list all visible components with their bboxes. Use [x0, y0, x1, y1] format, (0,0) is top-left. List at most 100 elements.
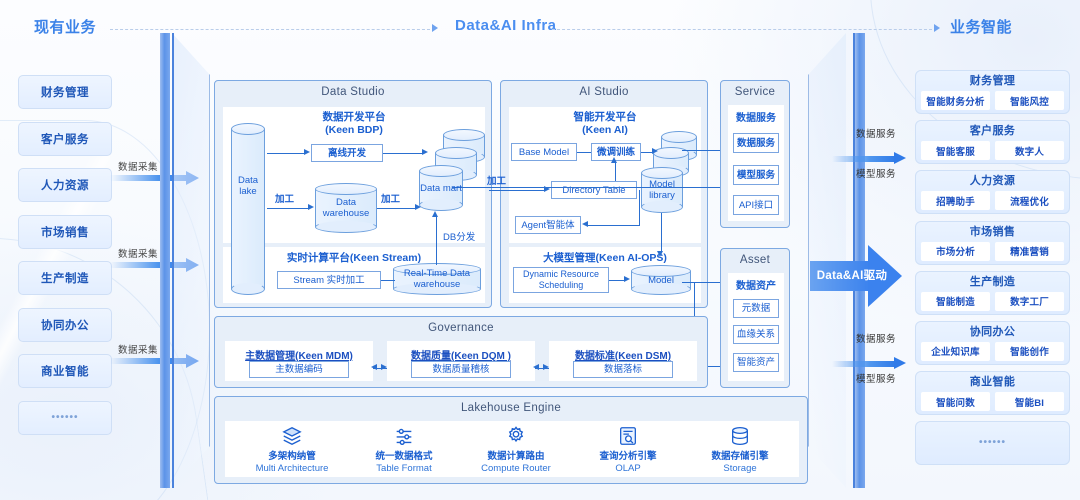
right-card-customer[interactable]: 客户服务 智能客服 数字人	[915, 120, 1070, 165]
ai-studio-title: AI Studio	[579, 86, 629, 98]
base-model-box[interactable]: Base Model	[511, 143, 577, 161]
stream-processing-box[interactable]: Stream 实时加工	[277, 271, 381, 289]
lakehouse-item-5-cn: 数据存储引擎	[711, 451, 769, 462]
output-arrow-top-shaft	[832, 156, 896, 162]
lakehouse-item-1-cn: 多架构纳管	[268, 451, 316, 462]
lakehouse-item-table-format[interactable]: 统一数据格式 Table Format	[349, 425, 459, 475]
asset-item-metadata[interactable]: 元数据	[733, 299, 779, 318]
right-card-office-tag-1[interactable]: 企业知识库	[921, 341, 990, 361]
realtime-warehouse-label: Real-Time Data warehouse	[403, 268, 471, 290]
right-card-customer-tag-2[interactable]: 数字人	[995, 141, 1064, 161]
governance-panel: Governance 主数据管理(Keen MDM) 主数据编码 数据质量(Ke…	[214, 316, 708, 388]
right-card-marketing-tag-1[interactable]: 市场分析	[921, 241, 990, 261]
sidebar-item-office[interactable]: 协同办公	[18, 307, 112, 342]
sidebar-item-more[interactable]: ••••••	[18, 400, 112, 435]
dynamic-resource-scheduling-box[interactable]: Dynamic Resource Scheduling	[513, 267, 609, 293]
right-card-manufacture-tag-1[interactable]: 智能制造	[921, 291, 990, 311]
sidebar-item-manufacture[interactable]: 生产制造	[18, 261, 112, 295]
lakehouse-item-olap[interactable]: 查询分析引擎 OLAP	[573, 425, 683, 475]
right-card-finance-tag-1[interactable]: 智能财务分析	[921, 91, 990, 110]
data-lake-label-1: Data lake	[237, 175, 259, 197]
sidebar-item-finance[interactable]: 财务管理	[18, 75, 112, 109]
header-arrow-left-icon	[432, 24, 438, 32]
sidebar-item-hr[interactable]: 人力资源	[18, 168, 112, 202]
asset-title: Asset	[739, 254, 771, 266]
header-label-business-intelligence: 业务智能	[950, 19, 1013, 36]
right-card-marketing[interactable]: 市场销售 市场分析 精准营销	[915, 220, 1070, 265]
lakehouse-item-4-cn: 查询分析引擎	[599, 451, 657, 462]
lakehouse-item-multi-architecture[interactable]: 多架构纳管 Multi Architecture	[237, 425, 347, 475]
offline-dev-box[interactable]: 离线开发	[311, 144, 383, 162]
service-item-model-service[interactable]: 模型服务	[733, 165, 779, 185]
header-label-existing-business: 现有业务	[34, 19, 97, 36]
output-arrow-top-head-icon	[894, 152, 906, 164]
directory-table-box[interactable]: Directory Table	[551, 181, 637, 199]
header-arrow-right-icon	[934, 24, 940, 32]
header-dash-right	[552, 29, 932, 30]
right-card-finance[interactable]: 财务管理 智能财务分析 智能风控	[915, 70, 1070, 114]
arrow-offline-to-mart-icon	[422, 149, 428, 156]
right-card-hr-tag-2[interactable]: 流程优化	[995, 191, 1064, 211]
right-card-finance-tag-2[interactable]: 智能风控	[995, 91, 1064, 110]
governance-bidir-1-left-icon	[371, 364, 377, 371]
right-card-bi-tag-2[interactable]: 智能BI	[995, 392, 1064, 412]
data-studio-panel: Data Studio 数据开发平台 (Keen BDP) 实时计算平台(Kee…	[214, 80, 492, 308]
lakehouse-item-compute-router[interactable]: 数据计算路由 Compute Router	[461, 425, 571, 475]
right-card-customer-title: 客户服务	[969, 125, 1016, 138]
right-card-hr[interactable]: 人力资源 招聘助手 流程优化	[915, 170, 1070, 215]
right-card-hr-tag-1[interactable]: 招聘助手	[921, 191, 990, 211]
ai-studio-panel: AI Studio 智能开发平台 (Keen AI) 大模型管理(Keen AI…	[487, 80, 708, 308]
right-card-office-tag-2[interactable]: 智能创作	[995, 341, 1064, 361]
sidebar-item-bi[interactable]: 商业智能	[18, 354, 112, 388]
process-label-2: 加工	[381, 194, 401, 205]
right-card-office-title: 协同办公	[969, 325, 1016, 338]
arrow-directory-to-finetune-icon	[611, 157, 618, 163]
right-card-marketing-tag-2[interactable]: 精准营销	[995, 241, 1064, 261]
data-studio-title: Data Studio	[321, 86, 385, 98]
sliders-icon	[396, 428, 412, 446]
lakehouse-panel: Lakehouse Engine 多架构纳管 Multi Architectur…	[214, 396, 808, 484]
sidebar-item-customer[interactable]: 客户服务	[18, 121, 112, 156]
layers-icon	[282, 427, 302, 445]
arrow-library-to-ops-icon	[657, 251, 664, 257]
business-intelligence-list: 财务管理 智能财务分析 智能风控 客户服务 智能客服 数字人 人力资源 招聘助手…	[915, 70, 1070, 472]
governance-box-mdm[interactable]: 主数据编码	[249, 361, 349, 378]
service-item-api[interactable]: API接口	[733, 195, 779, 215]
bdp-title-cn: 数据开发平台	[322, 111, 386, 123]
output-arrow-bottom-label-2: 模型服务	[856, 374, 897, 385]
existing-business-list: 财务管理 客户服务 人力资源 市场销售 生产制造 协同办公 商业智能 •••••…	[18, 75, 112, 447]
governance-cell-dsm-title: 数据标准(Keen DSM)	[574, 351, 672, 362]
right-card-office[interactable]: 协同办公 企业知识库 智能创作	[915, 320, 1070, 365]
process-label-1: 加工	[275, 194, 295, 205]
right-card-manufacture[interactable]: 生产制造 智能制造 数字工厂	[915, 270, 1070, 315]
right-card-bi[interactable]: 商业智能 智能问数 智能BI	[915, 371, 1070, 416]
ops-model-cylinder: Model	[631, 265, 691, 295]
governance-cell-mdm: 主数据管理(Keen MDM) 主数据编码	[225, 341, 373, 381]
governance-bidir-2-right-icon	[543, 364, 549, 371]
asset-item-smart-asset[interactable]: 智能资产	[733, 353, 779, 372]
ingest-arrow-1-head-icon	[186, 171, 199, 185]
asset-item-lineage[interactable]: 血缘关系	[733, 325, 779, 344]
right-card-more[interactable]: ••••••	[915, 421, 1070, 466]
ingest-arrow-2-shaft	[110, 262, 188, 268]
arrow-db-dispatch-icon	[432, 211, 439, 217]
ingest-arrow-1-shaft	[110, 175, 188, 181]
right-card-bi-tag-1[interactable]: 智能问数	[921, 392, 990, 412]
right-card-manufacture-tag-2[interactable]: 数字工厂	[995, 291, 1064, 311]
governance-cell-dqm: 数据质量(Keen DQM ) 数据质量稽核	[387, 341, 535, 381]
service-item-data-service[interactable]: 数据服务	[733, 133, 779, 153]
bdp-title-en: (Keen BDP)	[325, 124, 383, 136]
agent-box[interactable]: Agent智能体	[515, 216, 581, 234]
asset-heading: 数据资产	[736, 281, 776, 292]
sidebar-item-marketing[interactable]: 市场销售	[18, 214, 112, 249]
lakehouse-item-storage[interactable]: 数据存储引擎 Storage	[685, 425, 795, 475]
output-arrow-bottom-shaft	[832, 361, 896, 367]
governance-box-dsm[interactable]: 数据落标	[573, 361, 673, 378]
arrow-process-to-directory-icon	[544, 186, 550, 193]
header-label-infra: Data&AI Infra	[455, 17, 557, 34]
governance-box-dqm[interactable]: 数据质量稽核	[411, 361, 511, 378]
ingest-arrow-1-label: 数据采集	[118, 162, 159, 173]
right-card-finance-title: 财务管理	[969, 75, 1016, 87]
lakehouse-item-3-en: Compute Router	[481, 463, 551, 474]
right-card-customer-tag-1[interactable]: 智能客服	[921, 141, 990, 161]
